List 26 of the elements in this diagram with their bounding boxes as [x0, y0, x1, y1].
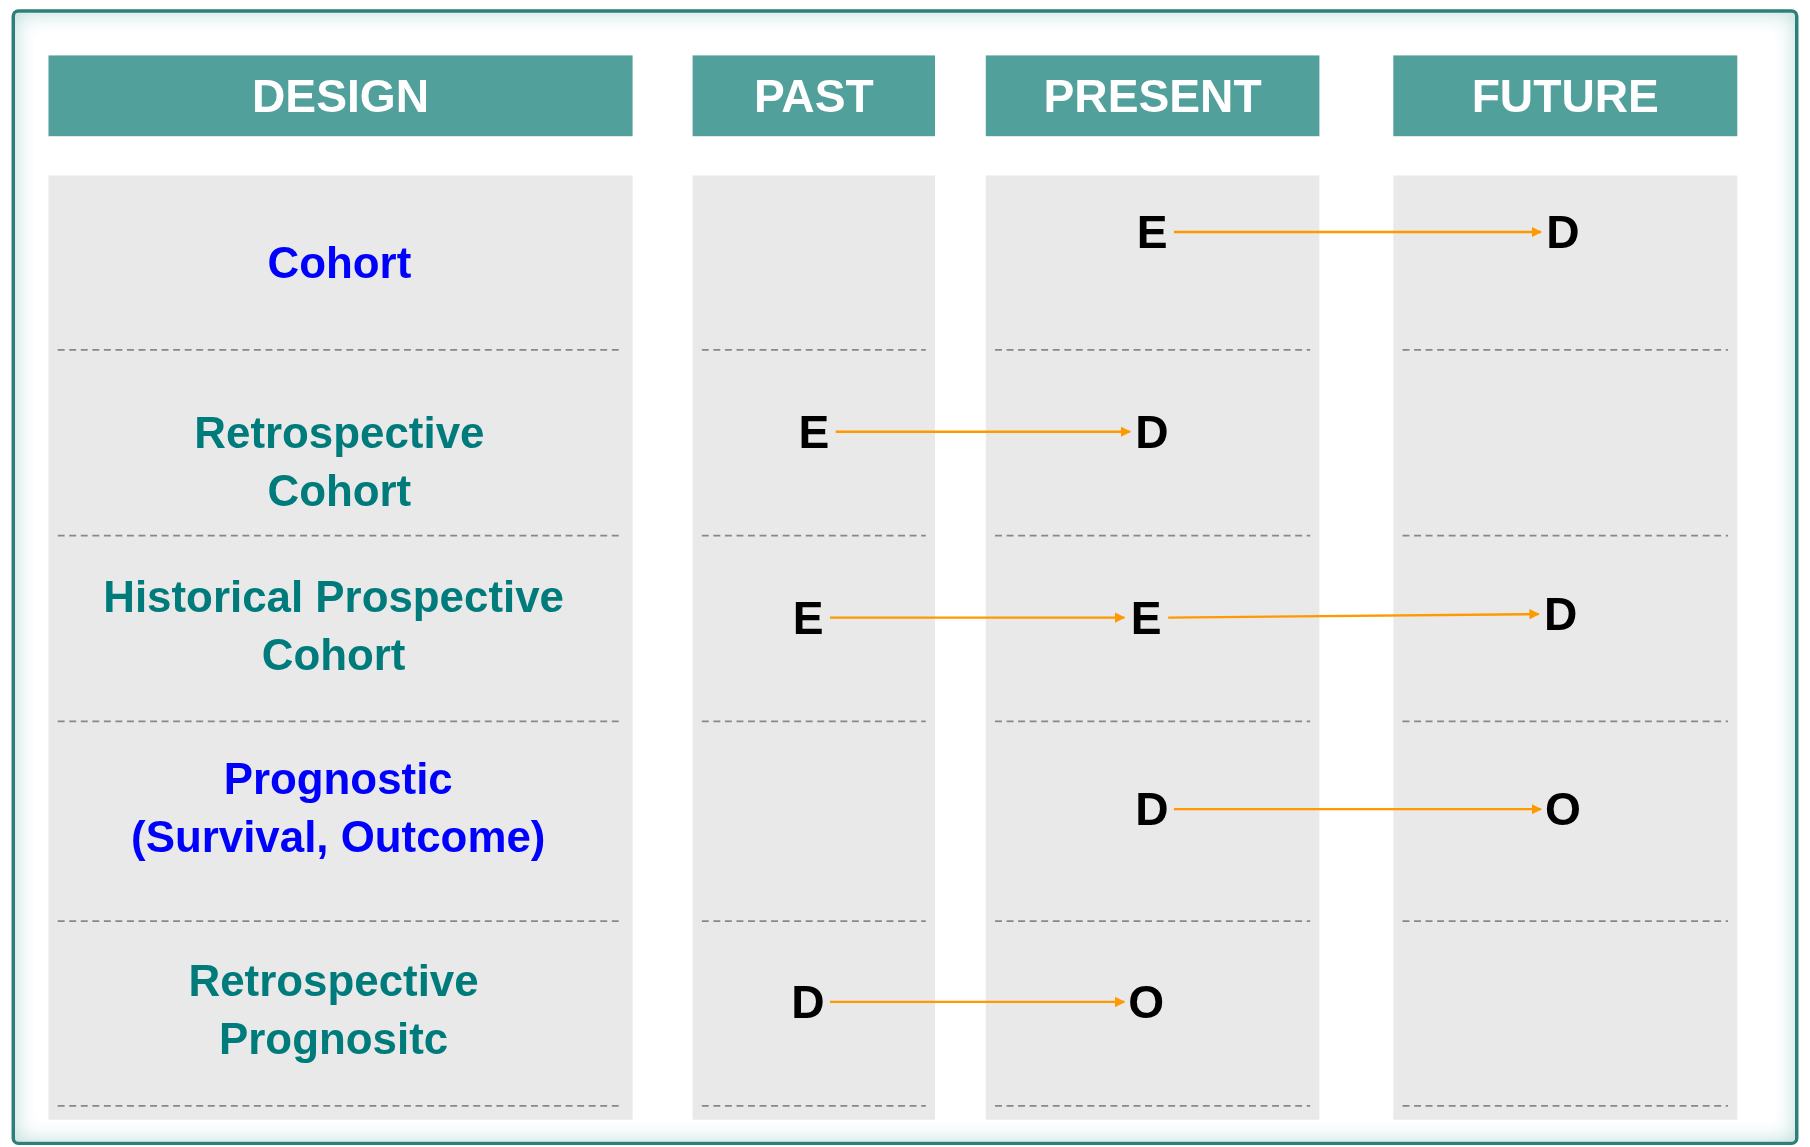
arrow	[829, 996, 1126, 1008]
arrow	[1173, 804, 1543, 815]
arrow	[829, 612, 1126, 623]
event-letter: D	[1541, 588, 1581, 640]
design-name: Prognostic (Survival, Outcome)	[131, 753, 546, 864]
design-name: Retrospective Cohort	[194, 407, 485, 517]
event-letter: D	[1543, 206, 1583, 258]
design-name: Retrospective Prognositc	[188, 955, 479, 1066]
event-letter: D	[788, 976, 828, 1028]
arrow	[1173, 226, 1543, 238]
event-letter: D	[1132, 783, 1172, 835]
event-letter: E	[788, 592, 828, 643]
arrow	[1168, 609, 1540, 620]
column-header: FUTURE	[1393, 55, 1738, 137]
event-letter: E	[794, 406, 834, 458]
event-letter: D	[1132, 406, 1172, 458]
event-letter: E	[1132, 206, 1172, 258]
column-header: DESIGN	[48, 55, 633, 137]
event-letter: O	[1543, 783, 1583, 835]
column-header: PRESENT	[985, 55, 1320, 137]
arrow	[835, 426, 1132, 437]
design-name: Historical Prospective Cohort	[103, 571, 564, 681]
event-letter: O	[1126, 976, 1166, 1028]
column-header: PAST	[692, 55, 935, 137]
design-name: Cohort	[267, 237, 412, 290]
event-letter: E	[1126, 592, 1166, 643]
